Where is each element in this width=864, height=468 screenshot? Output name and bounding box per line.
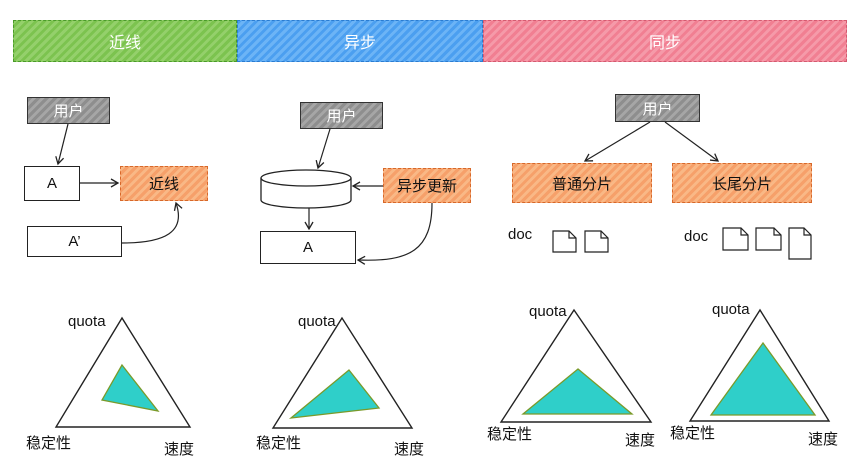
triangle3-left-label: 稳定性	[487, 426, 533, 443]
triangle1-left-label: 稳定性	[26, 435, 72, 452]
async-user-box: 用户	[300, 102, 383, 129]
document-icon	[788, 227, 812, 260]
document-icon	[755, 227, 782, 251]
band-sync-label: 同步	[648, 35, 681, 52]
triangle1-top-label: quota	[68, 313, 106, 330]
triangle4-right-label: 速度	[808, 431, 839, 448]
sync-doc-label-left: doc	[508, 226, 533, 243]
sync-normal-shard-box: 普通分片	[512, 163, 652, 203]
async-updater-box: 异步更新	[383, 168, 471, 203]
triangle2-top-label: quota	[298, 313, 336, 330]
band-sync: 同步	[483, 20, 847, 62]
radar-triangle-4	[688, 308, 831, 422]
triangle1-right-label: 速度	[164, 441, 195, 458]
async-box-a: A	[260, 231, 356, 264]
band-async: 异步	[237, 20, 483, 62]
arrow-icon	[664, 121, 720, 162]
sync-doc-label-right: doc	[684, 228, 709, 245]
triangle3-top-label: quota	[529, 303, 567, 320]
arrow-icon	[55, 123, 69, 166]
arrow-icon	[356, 202, 433, 265]
triangle3-right-label: 速度	[625, 432, 656, 449]
nearline-user-box: 用户	[27, 97, 110, 124]
nearline-target-box: 近线	[120, 166, 208, 201]
radar-triangle-1	[54, 316, 192, 428]
triangle2-right-label: 速度	[394, 441, 425, 458]
arrow-icon	[315, 128, 331, 170]
document-icon	[584, 230, 609, 253]
cache-cylinder	[260, 169, 352, 209]
sync-longtail-shard-box: 长尾分片	[672, 163, 812, 203]
triangle4-top-label: quota	[712, 301, 750, 318]
arrow-icon	[121, 201, 183, 244]
radar-triangle-3	[499, 308, 653, 423]
sync-user-box: 用户	[615, 94, 700, 122]
document-icon	[722, 227, 749, 251]
band-nearline: 近线	[13, 20, 237, 62]
nearline-box-a-prime: A’	[27, 226, 122, 257]
radar-triangle-2	[271, 316, 414, 429]
triangle4-left-label: 稳定性	[670, 425, 716, 442]
band-async-label: 异步	[343, 35, 376, 52]
document-icon	[552, 230, 577, 253]
nearline-box-a: A	[24, 166, 80, 201]
band-nearline-label: 近线	[108, 35, 141, 52]
triangle2-left-label: 稳定性	[256, 435, 302, 452]
arrow-icon	[583, 121, 651, 162]
